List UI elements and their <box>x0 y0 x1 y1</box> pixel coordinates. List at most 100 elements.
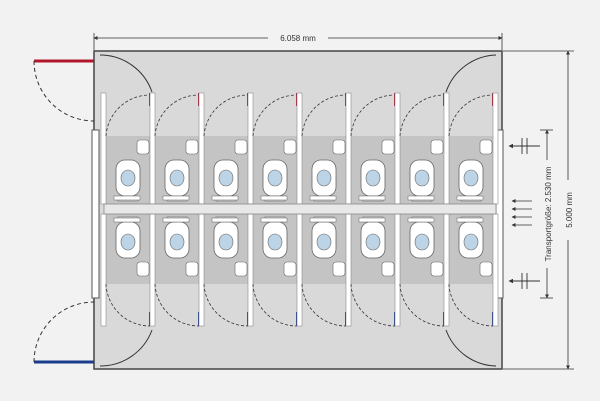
sink-icon <box>136 139 150 155</box>
door-swing-icon <box>350 94 396 137</box>
cabin-partition-upper <box>443 92 450 205</box>
sink-icon <box>234 139 248 155</box>
door-swing-icon <box>301 283 347 327</box>
sink-icon <box>332 139 346 155</box>
transport-label: Transportgröße: 2.530 mm <box>544 166 553 261</box>
urinal-bar-icon <box>309 195 337 201</box>
toilet-bowl <box>169 169 185 187</box>
left-end-wall <box>91 129 100 299</box>
door-swing-icon <box>399 94 445 137</box>
door-swing-icon <box>350 283 396 327</box>
height-label: 5.000 mm <box>565 192 574 228</box>
urinal-bar-icon <box>162 217 190 223</box>
door-swing-icon <box>252 94 298 137</box>
entry-arrow-icon <box>511 199 532 227</box>
sink-icon <box>234 261 248 277</box>
sink-icon <box>381 261 395 277</box>
cabin-partition-lower <box>296 213 303 327</box>
cabin-partition-lower <box>100 213 107 327</box>
door-swing-icon <box>445 54 497 93</box>
urinal-bar-icon <box>162 195 190 201</box>
sink-icon <box>430 139 444 155</box>
toilet-bowl <box>120 169 136 187</box>
sink-icon <box>479 139 493 155</box>
cabin-partition-upper <box>149 92 156 205</box>
sink-icon <box>381 139 395 155</box>
urinal-bar-icon <box>407 195 435 201</box>
urinal-bar-icon <box>407 217 435 223</box>
sink-icon <box>136 261 150 277</box>
sink-icon <box>185 261 199 277</box>
sink-icon <box>283 139 297 155</box>
toilet-bowl <box>218 233 234 251</box>
height-dimension: 5.000 mm <box>503 50 575 370</box>
cabin-partition-upper <box>296 92 303 205</box>
toilet-bowl <box>316 169 332 187</box>
entry-door-top-left <box>33 59 95 122</box>
cabin-partition-lower <box>247 213 254 327</box>
cabin-grid <box>100 92 499 327</box>
toilet-bowl <box>120 233 136 251</box>
width-label: 6.058 mm <box>280 34 316 43</box>
cabin-partition-lower <box>394 213 401 327</box>
door-swing-icon <box>203 94 249 137</box>
cabin-partition-upper <box>198 92 205 205</box>
cabin-partition-lower <box>345 213 352 327</box>
door-swing-icon <box>448 94 494 137</box>
transport-dimension: Transportgröße: 2.530 mm <box>540 129 554 299</box>
door-swing-icon <box>448 283 494 327</box>
toilet-bowl <box>414 169 430 187</box>
center-partition <box>103 203 497 215</box>
urinal-bar-icon <box>260 195 288 201</box>
urinal-bar-icon <box>456 217 484 223</box>
door-swing-icon <box>252 283 298 327</box>
urinal-bar-icon <box>358 217 386 223</box>
toilet-bowl <box>365 169 381 187</box>
utility-connection-icon <box>508 138 540 154</box>
cabin-partition-upper <box>100 92 107 205</box>
door-swing-icon <box>99 329 153 367</box>
door-swing-icon <box>105 283 151 327</box>
urinal-bar-icon <box>456 195 484 201</box>
door-swing-icon <box>399 283 445 327</box>
toilet-bowl <box>169 233 185 251</box>
cabin-partition-upper <box>247 92 254 205</box>
sink-icon <box>430 261 444 277</box>
door-swing-icon <box>445 329 497 367</box>
toilet-bowl <box>316 233 332 251</box>
toilet-bowl <box>267 233 283 251</box>
cabin-partition-upper <box>345 92 352 205</box>
toilet-bowl <box>463 169 479 187</box>
sink-icon <box>332 261 346 277</box>
urinal-bar-icon <box>211 195 239 201</box>
toilet-bowl <box>218 169 234 187</box>
toilet-bowl <box>267 169 283 187</box>
sink-icon <box>185 139 199 155</box>
door-swing-icon <box>99 54 153 93</box>
door-swing-icon <box>301 94 347 137</box>
width-dimension: 6.058 mm <box>93 31 503 50</box>
cabin-partition-lower <box>443 213 450 327</box>
utility-connection-icon <box>508 273 540 289</box>
entry-door-bottom-left <box>33 301 95 364</box>
sink-icon <box>479 261 493 277</box>
cabin-partition-lower <box>149 213 156 327</box>
toilet-bowl <box>463 233 479 251</box>
urinal-bar-icon <box>211 217 239 223</box>
sink-icon <box>283 261 297 277</box>
door-swing-icon <box>154 283 200 327</box>
toilet-bowl <box>365 233 381 251</box>
cabin-partition-lower <box>198 213 205 327</box>
door-swing-icon <box>203 283 249 327</box>
urinal-bar-icon <box>113 195 141 201</box>
cabin-partition-lower <box>492 213 499 327</box>
cabin-partition-upper <box>492 92 499 205</box>
door-swing-icon <box>154 94 200 137</box>
urinal-bar-icon <box>260 217 288 223</box>
urinal-bar-icon <box>358 195 386 201</box>
cabin-partition-upper <box>394 92 401 205</box>
urinal-bar-icon <box>113 217 141 223</box>
urinal-bar-icon <box>309 217 337 223</box>
toilet-bowl <box>414 233 430 251</box>
